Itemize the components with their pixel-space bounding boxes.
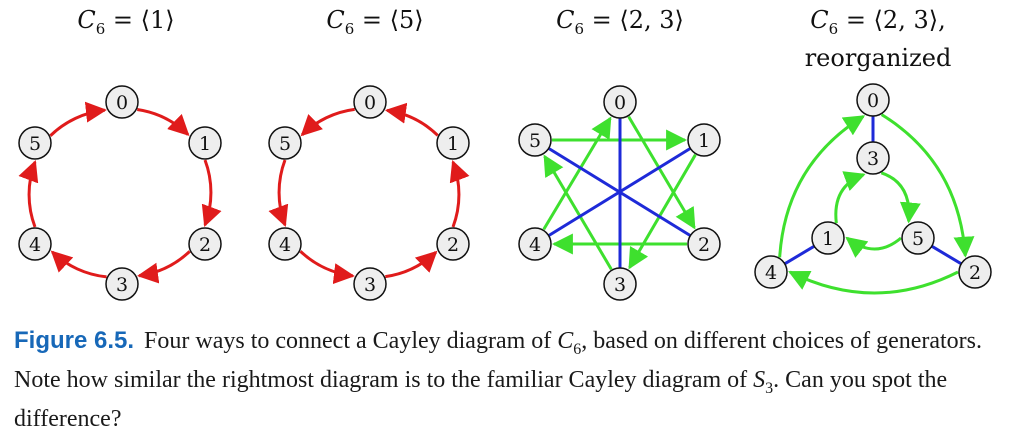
panel-2-node-2: 2 — [436, 227, 470, 261]
panel-3-node-4-label: 4 — [529, 234, 541, 256]
panel-1-edge-3-4 — [50, 250, 107, 279]
panel-3-node-1-label: 1 — [698, 130, 710, 152]
panel-3-node-3: 3 — [603, 267, 637, 301]
panel-4-edge-0-2 — [880, 113, 975, 258]
panel-4-subtitle: reorganized — [804, 44, 952, 72]
panel-3-node-5-label: 5 — [529, 130, 541, 152]
panel-2-node-1-label: 1 — [447, 133, 459, 155]
panel-3-edge-3-5 — [543, 154, 613, 271]
panel-3-edge-4-0 — [542, 116, 612, 231]
panel-4-node-4-label: 4 — [765, 262, 777, 284]
panel-3-node-2-label: 2 — [698, 234, 710, 256]
panel-2-node-1: 1 — [436, 126, 470, 160]
panel-3-edge-2-5 — [547, 147, 692, 237]
panel-3-node-0-label: 0 — [614, 92, 626, 114]
panel-1-node-2-label: 2 — [199, 234, 211, 256]
panel-4-node-1-label: 1 — [822, 228, 834, 250]
panel-4-edge-2-5 — [930, 244, 963, 266]
figure-label: Figure 6.5. — [14, 327, 135, 354]
panel-1-edge-4-5 — [18, 160, 39, 228]
panel-2-node-0-label: 0 — [364, 92, 376, 114]
panel-1-node-1: 1 — [188, 126, 222, 160]
figure: C6 = ⟨1⟩ C6 = ⟨5⟩ C6 = ⟨2, 3⟩ C6 = ⟨2, 3… — [18, 6, 992, 301]
panel-3-node-2: 2 — [687, 227, 721, 261]
panel-1-edge-1-2 — [201, 159, 222, 227]
cayley-diagrams: 0 1 2 3 4 5 0 1 2 3 4 5 0 1 2 3 4 5 0 2 4 3 5 1 — [18, 83, 992, 301]
panel-1-edge-2-3 — [137, 250, 191, 284]
panel-3-node-0: 0 — [603, 85, 637, 119]
panel-4-node-3-label: 3 — [867, 148, 879, 170]
panel-1-node-4-label: 4 — [29, 234, 41, 256]
figure-caption: Figure 6.5.Four ways to connect a Cayley… — [14, 327, 983, 432]
panel-4-node-0-label: 0 — [867, 90, 879, 112]
panel-2-node-5: 5 — [268, 126, 302, 160]
panel-3-edge-0-2 — [627, 115, 696, 230]
panel-2-node-5-label: 5 — [279, 133, 291, 155]
panel-1-node-1-label: 1 — [199, 133, 211, 155]
panel-2-edge-2-1 — [449, 160, 470, 228]
panel-2-edge-1-0 — [384, 102, 439, 137]
panel-1-node-4: 4 — [18, 227, 52, 261]
panel-1-node-3-label: 3 — [116, 274, 128, 296]
panel-1-node-2: 2 — [188, 227, 222, 261]
panel-1-node-5-label: 5 — [29, 133, 41, 155]
panel-4-edge-4-0 — [778, 115, 866, 258]
panel-3-edge-1-3 — [628, 153, 697, 270]
panel-2-edge-3-2 — [385, 250, 438, 279]
panel-4-edge-3-5 — [880, 171, 921, 224]
panel-3-node-4: 4 — [518, 227, 552, 261]
panel-2-title: C6 = ⟨5⟩ — [326, 6, 424, 38]
panel-4-node-5: 5 — [901, 221, 935, 255]
panel-4-node-2: 2 — [958, 255, 992, 289]
panel-1-node-0: 0 — [105, 85, 139, 119]
panel-4-edge-4-1 — [783, 244, 816, 266]
panel-1-node-3: 3 — [105, 267, 139, 301]
panel-1-edge-5-0 — [49, 101, 107, 137]
panel-2-node-4-label: 4 — [279, 234, 291, 256]
panel-3-node-5: 5 — [518, 123, 552, 157]
panel-4-node-5-label: 5 — [912, 228, 924, 250]
panel-3-node-1: 1 — [687, 123, 721, 157]
panel-2-node-3: 3 — [353, 267, 387, 301]
panel-2-node-0: 0 — [353, 85, 387, 119]
panel-4-node-3: 3 — [856, 141, 890, 175]
panel-2-edge-4-3 — [299, 250, 355, 285]
panel-1-node-0-label: 0 — [116, 92, 128, 114]
panel-1-edge-0-1 — [137, 108, 190, 137]
panel-4-edge-1-3 — [834, 171, 866, 224]
panel-4-edge-5-1 — [845, 236, 902, 258]
panel-4-node-2-label: 2 — [969, 262, 981, 284]
panel-2-edge-0-5 — [300, 107, 355, 137]
panel-2-edge-5-4 — [268, 159, 289, 227]
panel-4-node-1: 1 — [811, 221, 845, 255]
panel-2-node-4: 4 — [268, 227, 302, 261]
panel-1-title: C6 = ⟨1⟩ — [77, 6, 175, 38]
panel-4-edge-2-4 — [788, 270, 959, 295]
panel-2-node-2-label: 2 — [447, 234, 459, 256]
panel-3-node-3-label: 3 — [614, 274, 626, 296]
panel-1-node-5: 5 — [18, 126, 52, 160]
panel-3-title: C6 = ⟨2, 3⟩ — [556, 6, 684, 38]
panel-4-node-0: 0 — [856, 83, 890, 117]
panel-2-node-3-label: 3 — [364, 274, 376, 296]
panel-4-title: C6 = ⟨2, 3⟩, — [810, 6, 946, 38]
panel-4-node-4: 4 — [754, 255, 788, 289]
